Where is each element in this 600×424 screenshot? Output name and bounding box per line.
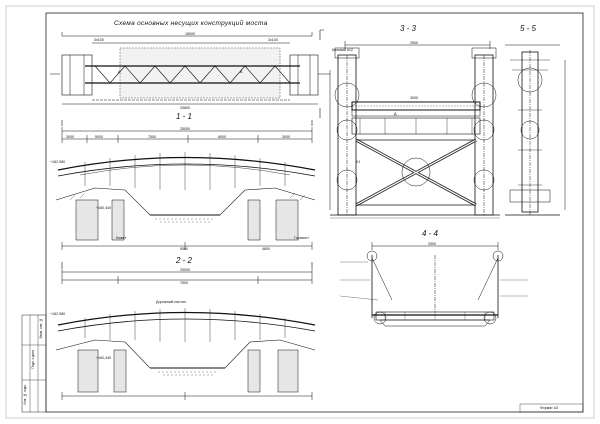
level-4: +160,440 <box>96 356 112 360</box>
dim-s22-total: 25000 <box>180 268 190 272</box>
section-label-4-4: 4 - 4 <box>422 229 439 238</box>
section-5-5 <box>505 44 566 216</box>
dim-plan-mid: 18000 <box>185 32 195 36</box>
dim-plan-left: 3х100 <box>94 38 104 42</box>
section-2-2 <box>55 268 316 400</box>
dim-s11-f: 9500 <box>180 247 188 251</box>
format-label: Формат А3 <box>540 406 559 410</box>
dim-plan-right: 3х100 <box>268 38 278 42</box>
stamp-replace: Взам. инв. № <box>39 318 43 339</box>
dim-s11-g: 4800 <box>262 247 270 251</box>
note-b: B <box>240 70 243 74</box>
note-k1: K1 <box>356 160 361 164</box>
section-label-3-3: 3 - 3 <box>400 24 417 33</box>
dim-s44-top: 2500 <box>428 242 436 246</box>
section-label-1-1: 1 - 1 <box>176 112 193 121</box>
dim-s11-d: 8000 <box>218 135 226 139</box>
section-4-4 <box>339 242 528 327</box>
note-road-deck: Дорожный настил <box>156 300 186 304</box>
stamp-signature: Подп. и дата <box>31 350 35 369</box>
dim-s11-c: 7500 <box>148 135 156 139</box>
section-3-3 <box>329 41 500 219</box>
stamp-inventory: Инв. № подл. <box>23 384 27 405</box>
note-a: A <box>118 70 121 74</box>
dim-s33-top: 2900 <box>410 41 418 45</box>
dim-s22-span: 7500 <box>180 281 188 285</box>
dim-s33-width: 3000 <box>410 96 418 100</box>
note-d: Д <box>394 112 397 116</box>
section-label-2-2: 2 - 2 <box>176 256 193 265</box>
level-2: +162,980 <box>50 312 66 316</box>
note-caisson: Кальвий #12 <box>332 48 353 52</box>
level-1: +162,980 <box>50 160 66 164</box>
side-stamp <box>21 314 47 413</box>
dim-plan-total: 25800 <box>180 106 190 110</box>
dim-s11-b: 5000 <box>95 135 103 139</box>
drawing-frame <box>45 12 584 413</box>
section-1-1 <box>55 127 316 250</box>
plan-view <box>50 32 330 105</box>
sheet-title: Схема основных несущих конструкций моста <box>114 20 268 27</box>
section-label-5-5: 5 - 5 <box>520 24 537 33</box>
dim-s11-a: 3000 <box>66 135 74 139</box>
note-culvert: Кювет <box>116 236 127 240</box>
level-3: +160,440 <box>96 206 112 210</box>
dim-s11-total: 25000 <box>180 127 190 131</box>
dim-s11-e: 3000 <box>282 135 290 139</box>
section-markers <box>61 29 324 268</box>
note-horizon: Горизонт <box>294 236 309 240</box>
